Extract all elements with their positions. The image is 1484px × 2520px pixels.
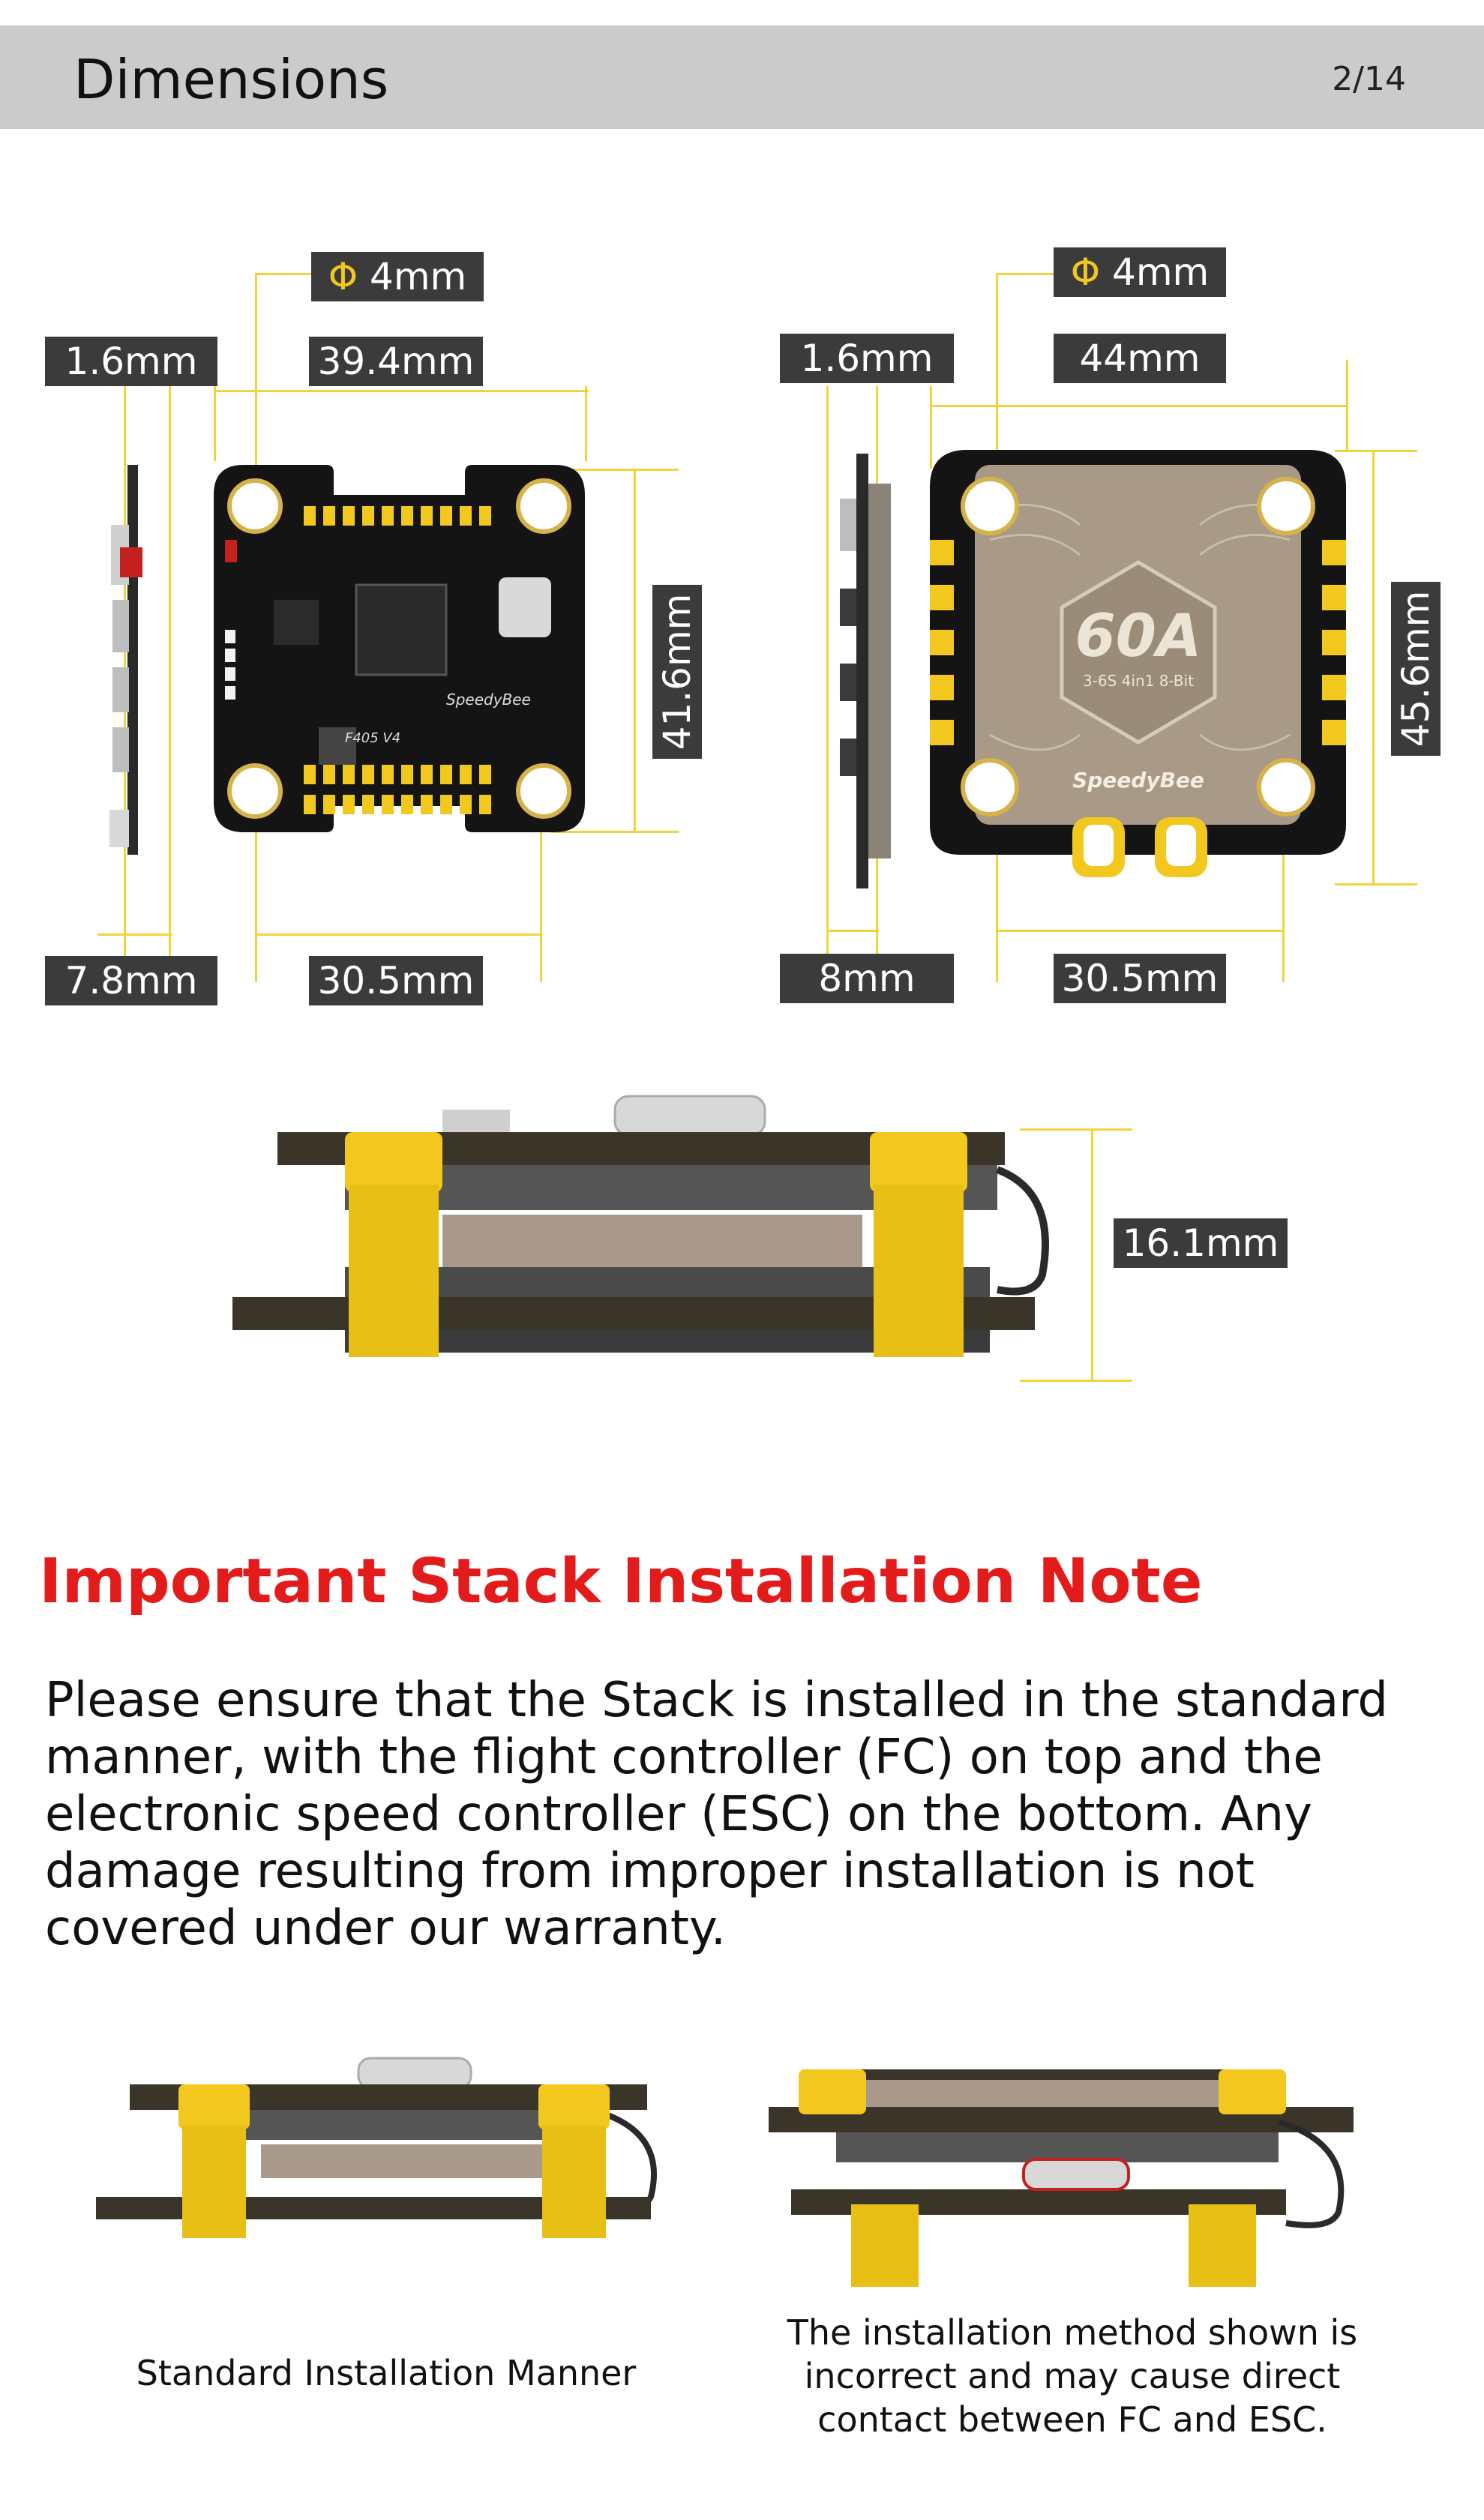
dim-line <box>1335 883 1417 885</box>
fc-height-label: 41.6mm <box>652 585 702 759</box>
dim-line <box>826 930 879 932</box>
dim-line <box>1372 450 1375 885</box>
esc-thickness-label: 1.6mm <box>780 334 954 383</box>
note-body: Please ensure that the Stack is installe… <box>45 1673 1389 1956</box>
note-title: Important Stack Installation Note <box>39 1546 1203 1617</box>
page-title: Dimensions <box>73 48 389 111</box>
stack-height-label: 16.1mm <box>1114 1218 1288 1268</box>
dim-line <box>996 273 998 490</box>
fc-model-text: F405 V4 <box>345 730 400 746</box>
header-bar: Dimensions 2/14 <box>0 25 1484 129</box>
incorrect-install-caption: The installation method shown is incorre… <box>787 2312 1358 2440</box>
dim-line <box>1091 1128 1093 1381</box>
dim-line <box>169 386 171 971</box>
dim-line <box>214 390 589 392</box>
dim-line <box>255 825 257 982</box>
dim-line <box>930 386 932 469</box>
dim-line <box>826 386 829 971</box>
esc-depth-label: 8mm <box>780 954 954 1003</box>
standard-install-image <box>96 2057 657 2238</box>
fc-board-image: SpeedyBee F405 V4 <box>214 465 585 832</box>
dim-line <box>1282 810 1285 982</box>
stack-side-image <box>232 1095 1049 1357</box>
dim-line <box>1346 360 1348 450</box>
dim-line <box>255 933 542 936</box>
dim-line <box>551 469 679 471</box>
dim-line <box>540 825 542 982</box>
dim-line <box>551 831 679 833</box>
dim-line <box>585 386 587 461</box>
dim-line <box>1335 450 1417 452</box>
fc-brand-text: SpeedyBee <box>446 691 531 709</box>
dim-line <box>214 386 216 461</box>
standard-install-caption: Standard Installation Manner <box>136 2353 637 2393</box>
dim-line <box>255 273 257 490</box>
esc-mount-label: 30.5mm <box>1054 954 1226 1003</box>
fc-depth-label: 7.8mm <box>45 956 217 1005</box>
dim-line <box>996 273 1056 275</box>
esc-board-image: 60A 3-6S 4in1 8-Bit SpeedyBee <box>930 450 1346 877</box>
page-number: 2/14 <box>1332 60 1406 98</box>
dim-line <box>996 810 998 982</box>
fc-mount-label: 30.5mm <box>309 956 483 1005</box>
incorrect-install-image <box>769 2069 1354 2287</box>
dim-line <box>1020 1128 1132 1131</box>
fc-side-view <box>109 465 142 855</box>
dim-line <box>634 469 636 832</box>
esc-side-view <box>840 454 891 888</box>
dim-line <box>1020 1380 1132 1382</box>
fc-hole-label: Φ 4mm <box>311 252 484 301</box>
fc-width-label: 39.4mm <box>309 337 483 386</box>
esc-rating-text: 60A <box>1075 603 1202 670</box>
esc-brand-text: SpeedyBee <box>1072 768 1204 793</box>
dim-line <box>97 933 172 936</box>
dim-line <box>996 930 1285 932</box>
esc-height-label: 45.6mm <box>1391 582 1441 756</box>
dim-line <box>930 405 1346 407</box>
esc-hole-label: Φ 4mm <box>1054 247 1226 297</box>
dim-line <box>255 273 312 275</box>
esc-spec-text: 3-6S 4in1 8-Bit <box>1083 672 1194 690</box>
fc-thickness-label: 1.6mm <box>45 337 217 386</box>
esc-width-label: 44mm <box>1054 334 1226 383</box>
